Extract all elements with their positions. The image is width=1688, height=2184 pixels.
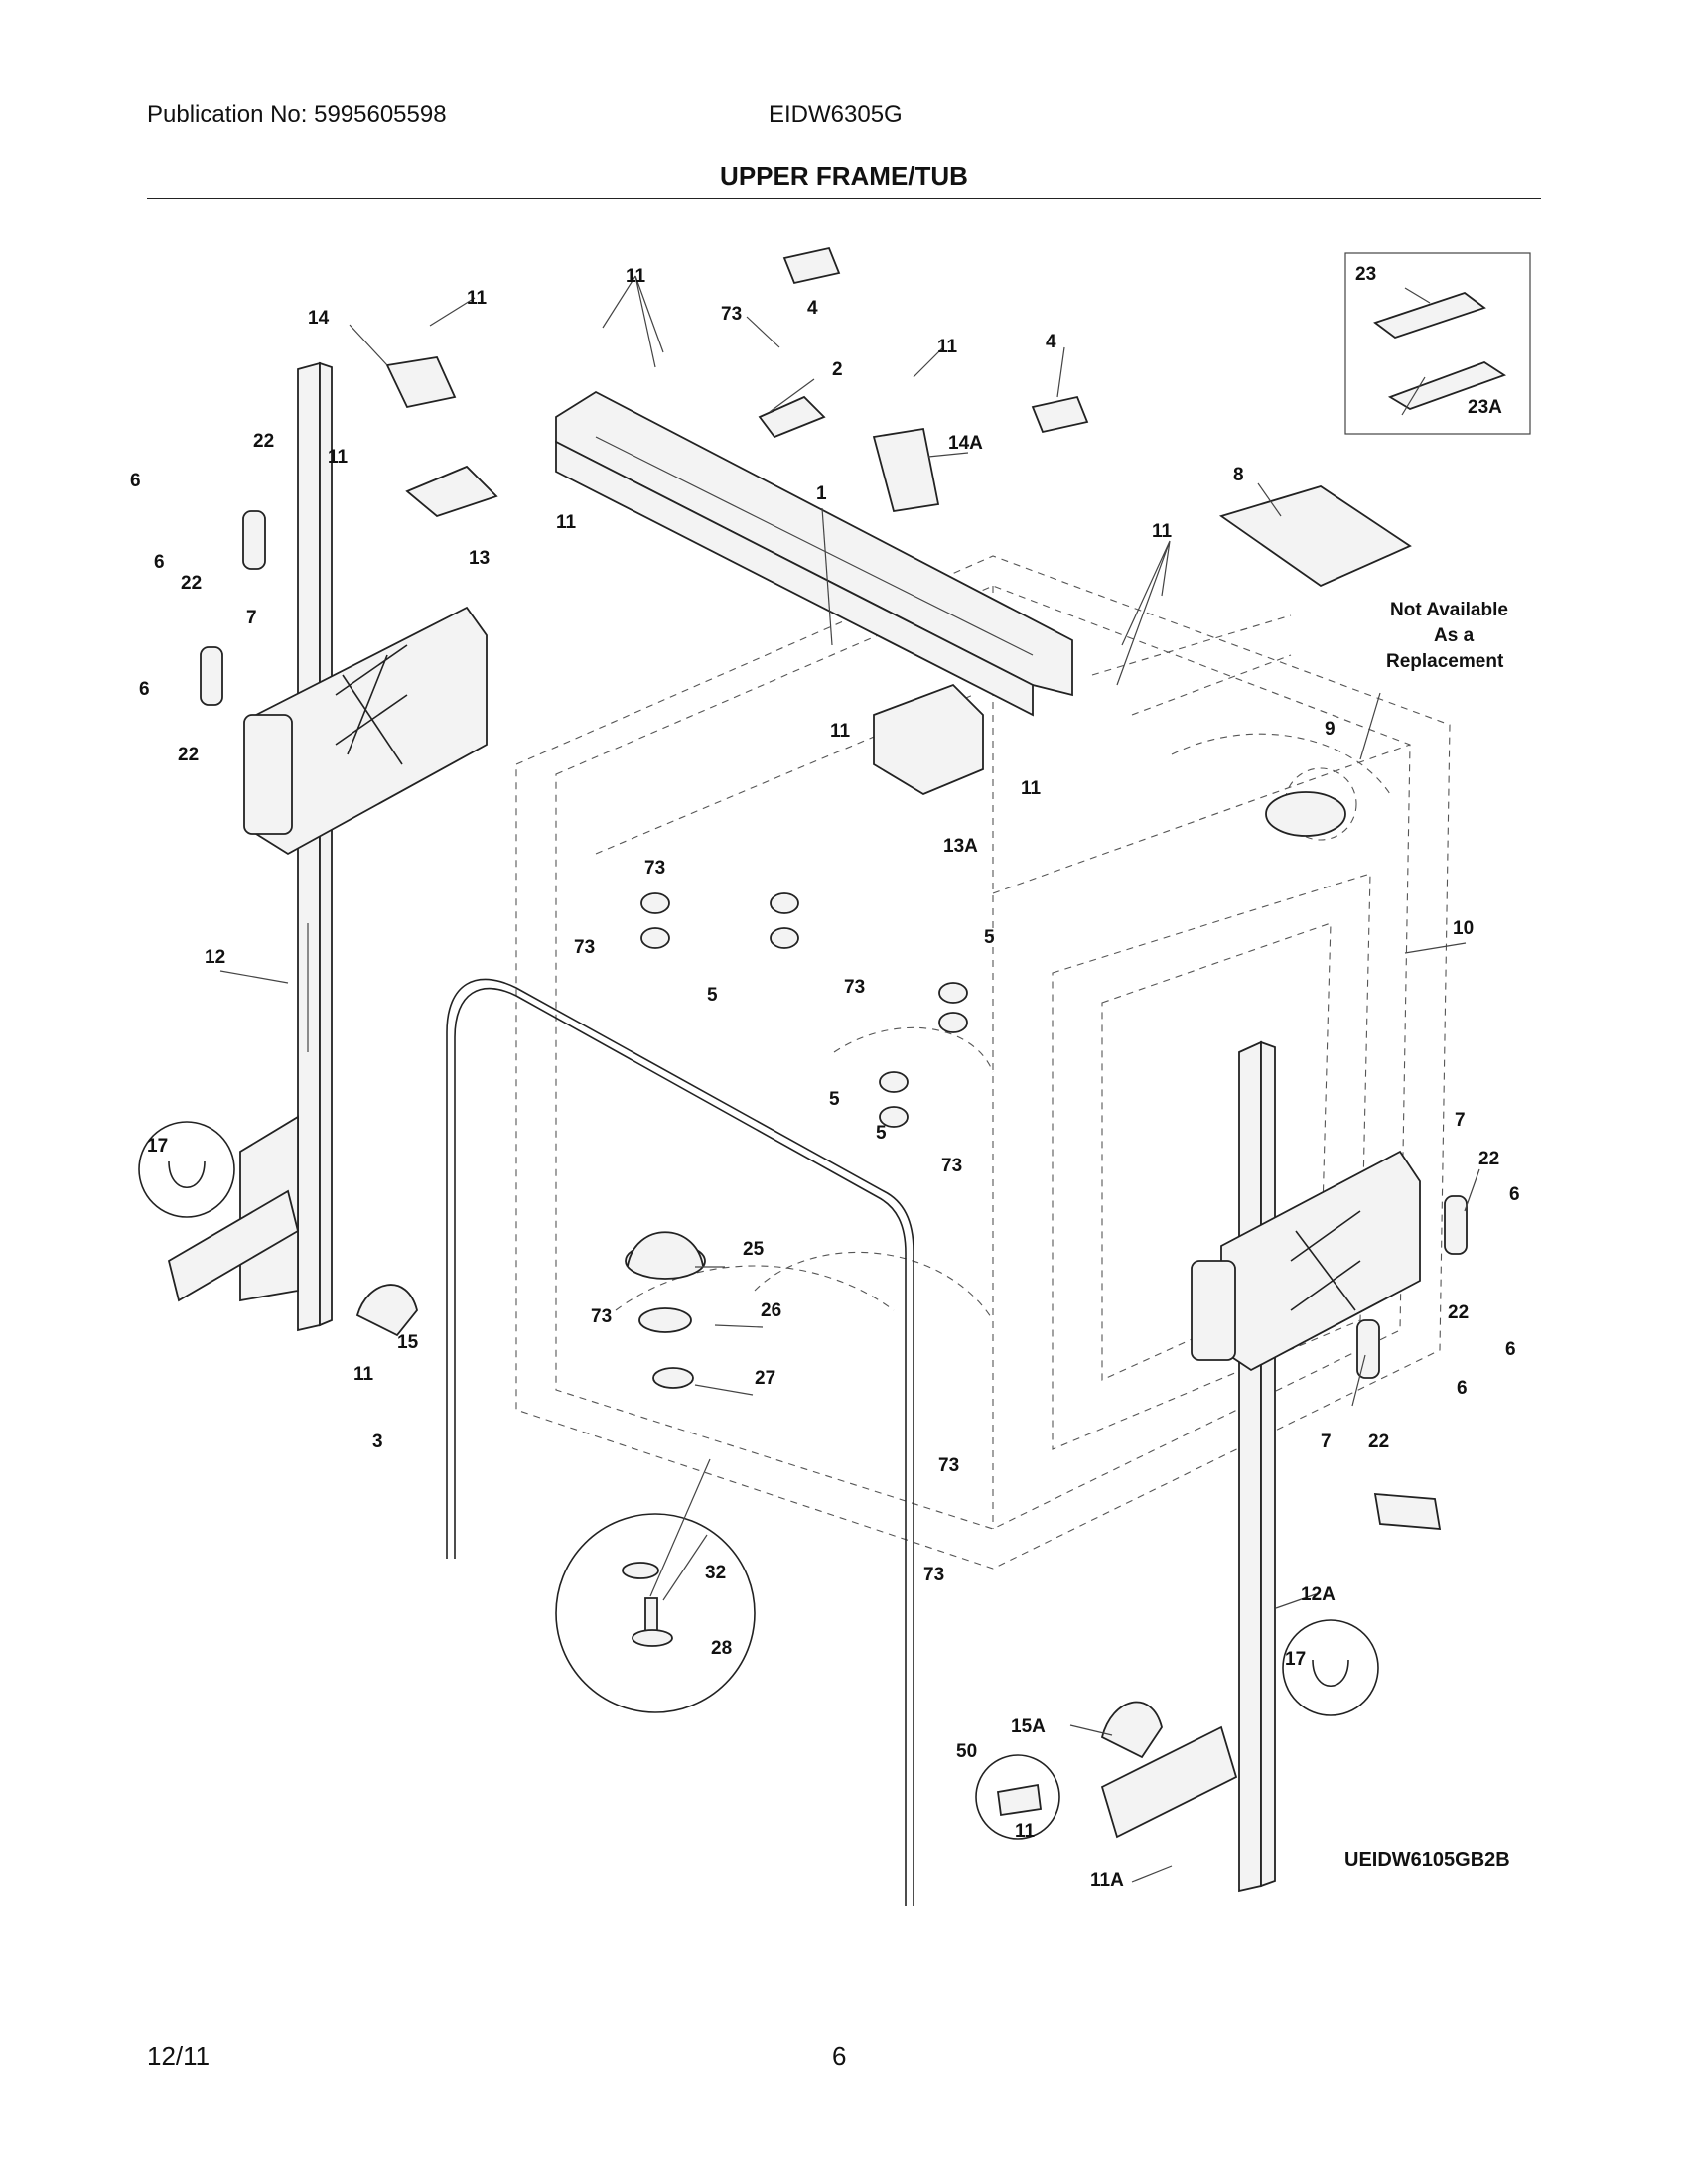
publication-number: Publication No: 5995605598 [147,101,447,128]
callout: 5 [829,1089,840,1110]
callout: 17 [147,1136,168,1157]
callout: 73 [844,977,865,998]
availability-note: Not Available As a Replacement [1386,600,1508,672]
callout-labels: 11 11 73 4 14 11 2 4 22 6 11 14A 1 8 6 1… [130,264,1520,1891]
callout: 6 [154,552,165,573]
callout: 4 [807,298,818,319]
callout: 6 [1457,1378,1468,1399]
callout: 73 [721,304,742,325]
top-frame-part-1 [555,390,1073,717]
callout: 7 [1455,1110,1466,1131]
detail-circles [138,1121,1379,1840]
model-number: EIDW6305G [769,101,903,128]
callout: 25 [743,1239,765,1260]
callout: 6 [1505,1339,1516,1360]
callout: 73 [923,1565,944,1585]
callout: 73 [938,1455,959,1476]
callout: 8 [1233,465,1244,485]
callout: 6 [139,679,150,700]
inset-box [1344,252,1531,435]
callout: 6 [130,471,141,491]
callout: 1 [816,483,827,504]
callout: 11 [1015,1821,1036,1842]
callout: 11 [467,288,488,309]
page-number: 6 [832,2041,847,2071]
callout: 11 [328,447,349,468]
callout: 2 [832,359,843,380]
callout: 11 [556,512,577,533]
callout: 23A [1468,397,1502,418]
callout: 23 [1355,264,1376,285]
header-divider [147,198,1541,199]
callout: 28 [711,1638,732,1659]
page-title: UPPER FRAME/TUB [720,161,968,191]
callout: 26 [761,1300,781,1321]
callout: 14A [948,433,983,454]
callout: 11A [1090,1870,1124,1891]
callout: 73 [941,1156,962,1176]
callout: 73 [574,937,595,958]
leader-lines [219,275,1480,1883]
callout: 10 [1453,918,1474,939]
callout: 12A [1301,1584,1336,1605]
callout: 4 [1046,332,1056,352]
callout: 17 [1285,1649,1306,1670]
tub-body [515,555,1451,1570]
callout: 12 [205,947,225,968]
callout: 22 [178,745,199,765]
callout: 11 [626,266,646,287]
right-rail-part-12A [1100,1040,1421,1893]
door-gasket-part-3 [446,978,914,1906]
callout: 9 [1325,719,1336,740]
callout: 27 [755,1368,775,1389]
callout: 14 [308,308,330,329]
note-line-2: As a [1434,625,1475,646]
callout: 11 [1152,521,1173,542]
callout: 11 [830,721,851,742]
callout: 6 [1509,1184,1520,1205]
callout: 32 [705,1563,726,1583]
callout: 22 [253,431,274,452]
callout: 22 [181,573,202,594]
callout: 22 [1368,1432,1389,1452]
callout: 73 [591,1306,612,1327]
callout: 5 [984,927,995,948]
callout: 22 [1448,1302,1469,1323]
footer-date: 12/11 [147,2041,211,2071]
callout: 15A [1011,1716,1046,1737]
note-line-3: Replacement [1386,651,1504,672]
callout: 13A [943,836,978,857]
small-parts [200,246,1468,1759]
note-line-1: Not Available [1390,600,1508,620]
drawing-code: UEIDW6105GB2B [1344,1849,1510,1871]
callout: 5 [707,985,718,1006]
callout: 5 [876,1123,887,1144]
left-rail-part-12 [167,361,488,1332]
callout: 11 [1021,778,1042,799]
callout: 73 [644,858,665,879]
callout: 50 [956,1741,977,1762]
callout: 11 [937,337,958,357]
callout: 15 [397,1332,419,1353]
callout: 11 [353,1364,374,1385]
callout: 7 [246,608,257,628]
callout: 13 [469,548,490,569]
callout: 7 [1321,1432,1332,1452]
callout: 22 [1478,1149,1499,1169]
callout: 3 [372,1432,383,1452]
